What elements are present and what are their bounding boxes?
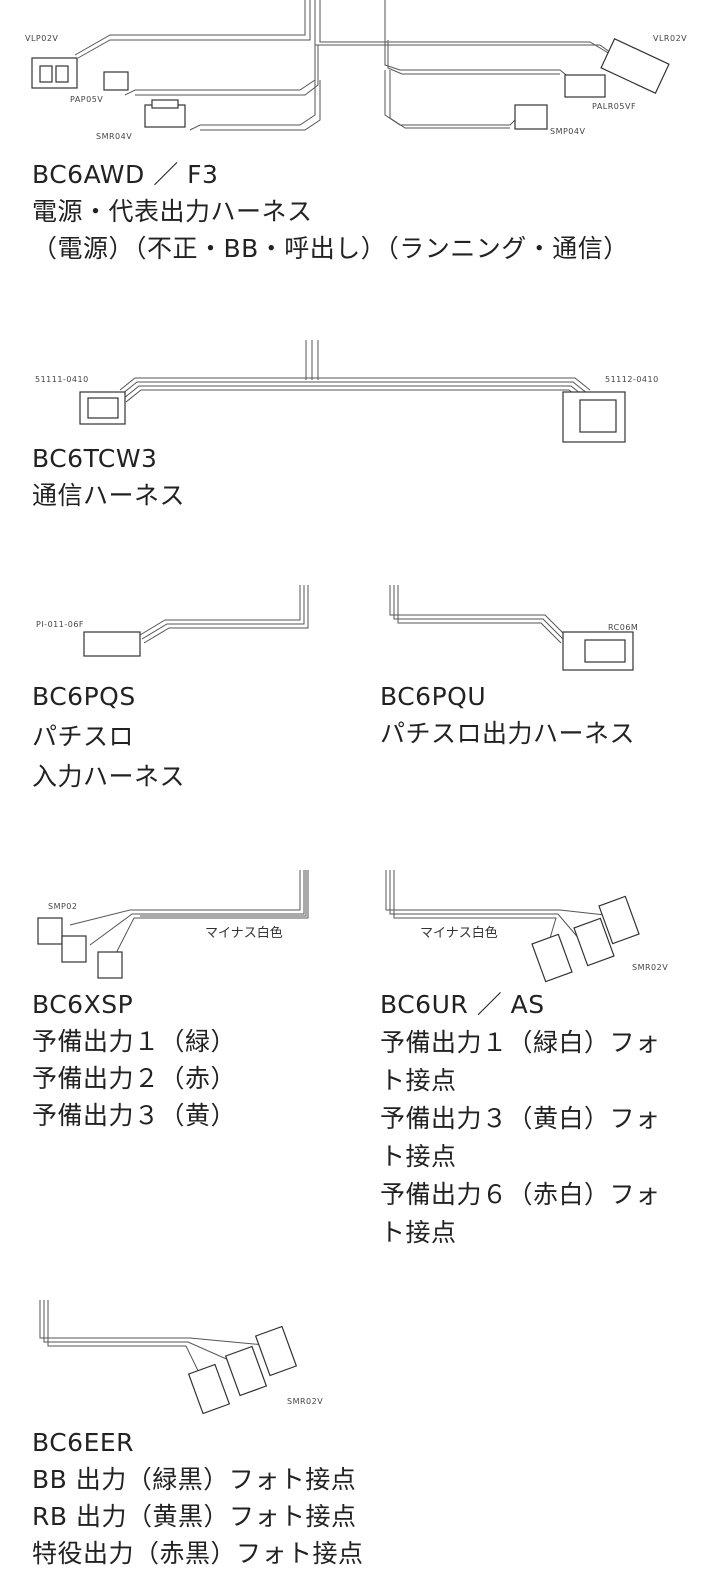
description-line: 入力ハーネス: [32, 762, 186, 791]
model-name: BC6TCW3: [32, 444, 158, 473]
connector-label: SMR02V: [287, 1397, 324, 1406]
connector-label: VLP02V: [25, 34, 59, 43]
connector-label: PAP05V: [70, 95, 104, 104]
description-line: RB 出力（黄黒）フォト接点: [32, 1502, 357, 1531]
wire-color-note: マイナス白色: [420, 926, 498, 941]
connector-label: SMR02V: [632, 963, 669, 972]
model-name: BC6EER: [32, 1428, 135, 1457]
description-line: BB 出力（緑黒）フォト接点: [32, 1465, 357, 1494]
connector-label: 51111-0410: [35, 375, 89, 384]
connector-label: SMP02: [48, 902, 78, 911]
harness-description-bc6eer: BC6EER BB 出力（緑黒）フォト接点 RB 出力（黄黒）フォト接点 特役出…: [32, 1424, 364, 1572]
harness-description-bc6pqs: BC6PQS パチスロ 入力ハーネス: [32, 678, 185, 798]
description-line: パチスロ出力ハーネス: [380, 719, 636, 748]
harness-description-bc6ur: BC6UR ／ AS 予備出力１（緑白）フォ ト接点 予備出力３（黄白）フォ ト…: [380, 986, 661, 1252]
wire-drawing: [39, 1300, 298, 1415]
harness-diagram-bc6pqs: PI-011-06F: [0, 580, 340, 670]
connector-label: SMP04V: [550, 127, 586, 136]
model-name: BC6XSP: [32, 990, 134, 1019]
wire-color-note: マイナス白色: [205, 926, 283, 941]
description-line: パチスロ: [32, 722, 135, 751]
description-line: 予備出力１（緑）: [32, 1027, 237, 1056]
connector-label: VLR02V: [653, 34, 688, 43]
model-name: BC6PQU: [380, 682, 487, 711]
description-line: ト接点: [380, 1218, 457, 1247]
connector-label: SMR04V: [96, 132, 133, 141]
model-name: BC6AWD ／ F3: [32, 160, 219, 189]
wire-drawing: [83, 585, 309, 657]
description-line: 電源・代表出力ハーネス: [32, 197, 313, 226]
description-line: 予備出力１（緑白）フォ: [380, 1028, 661, 1057]
description-line: 特役出力（赤黒）フォト接点: [32, 1539, 364, 1568]
description-line: ト接点: [380, 1066, 457, 1095]
harness-description-bc6xsp: BC6XSP 予備出力１（緑） 予備出力２（赤） 予備出力３（黄）: [32, 986, 236, 1134]
model-name: BC6UR ／ AS: [380, 990, 545, 1019]
connector-label: RC06M: [608, 623, 639, 632]
harness-description-bc6pqu: BC6PQU パチスロ出力ハーネス: [380, 678, 635, 758]
model-name: BC6PQS: [32, 682, 136, 711]
wire-drawing: [79, 340, 626, 443]
connector-label: PI-011-06F: [36, 620, 85, 629]
wire-drawing: [385, 870, 640, 983]
connector-label: 51112-0410: [605, 375, 659, 384]
wire-drawing: [389, 585, 634, 671]
harness-description-bc6tcw3: BC6TCW3 通信ハーネス: [32, 440, 185, 514]
description-line: 予備出力３（黄）: [32, 1101, 237, 1130]
connector-label: PALR05VF: [592, 102, 637, 111]
description-line: 予備出力３（黄白）フォ: [380, 1104, 661, 1133]
harness-diagram-bc6pqu: RC06M: [380, 580, 710, 680]
description-line: ト接点: [380, 1142, 457, 1171]
description-line: 予備出力６（赤白）フォ: [380, 1180, 661, 1209]
harness-diagram-bc6eer: SMR02V: [0, 1300, 340, 1415]
harness-description-bc6awd: BC6AWD ／ F3 電源・代表出力ハーネス （電源）（不正・BB・呼出し）（…: [32, 156, 629, 267]
description-line: 通信ハーネス: [32, 481, 186, 510]
wire-drawing: [37, 870, 309, 979]
harness-diagram-bc6xsp: SMP02 マイナス白色: [0, 870, 340, 980]
harness-diagram-bc6tcw3: 51111-0410 51112-0410: [0, 340, 710, 450]
harness-diagram-bc6awd: VLP02V PAP05V SMR04V VLR02V PALR05VF SMP…: [0, 0, 710, 150]
harness-diagram-bc6ur: マイナス白色 SMR02V: [380, 870, 710, 983]
description-line: 予備出力２（赤）: [32, 1064, 237, 1093]
description-line: （電源）（不正・BB・呼出し）（ランニング・通信）: [32, 234, 629, 263]
wire-drawing: [31, 0, 670, 131]
